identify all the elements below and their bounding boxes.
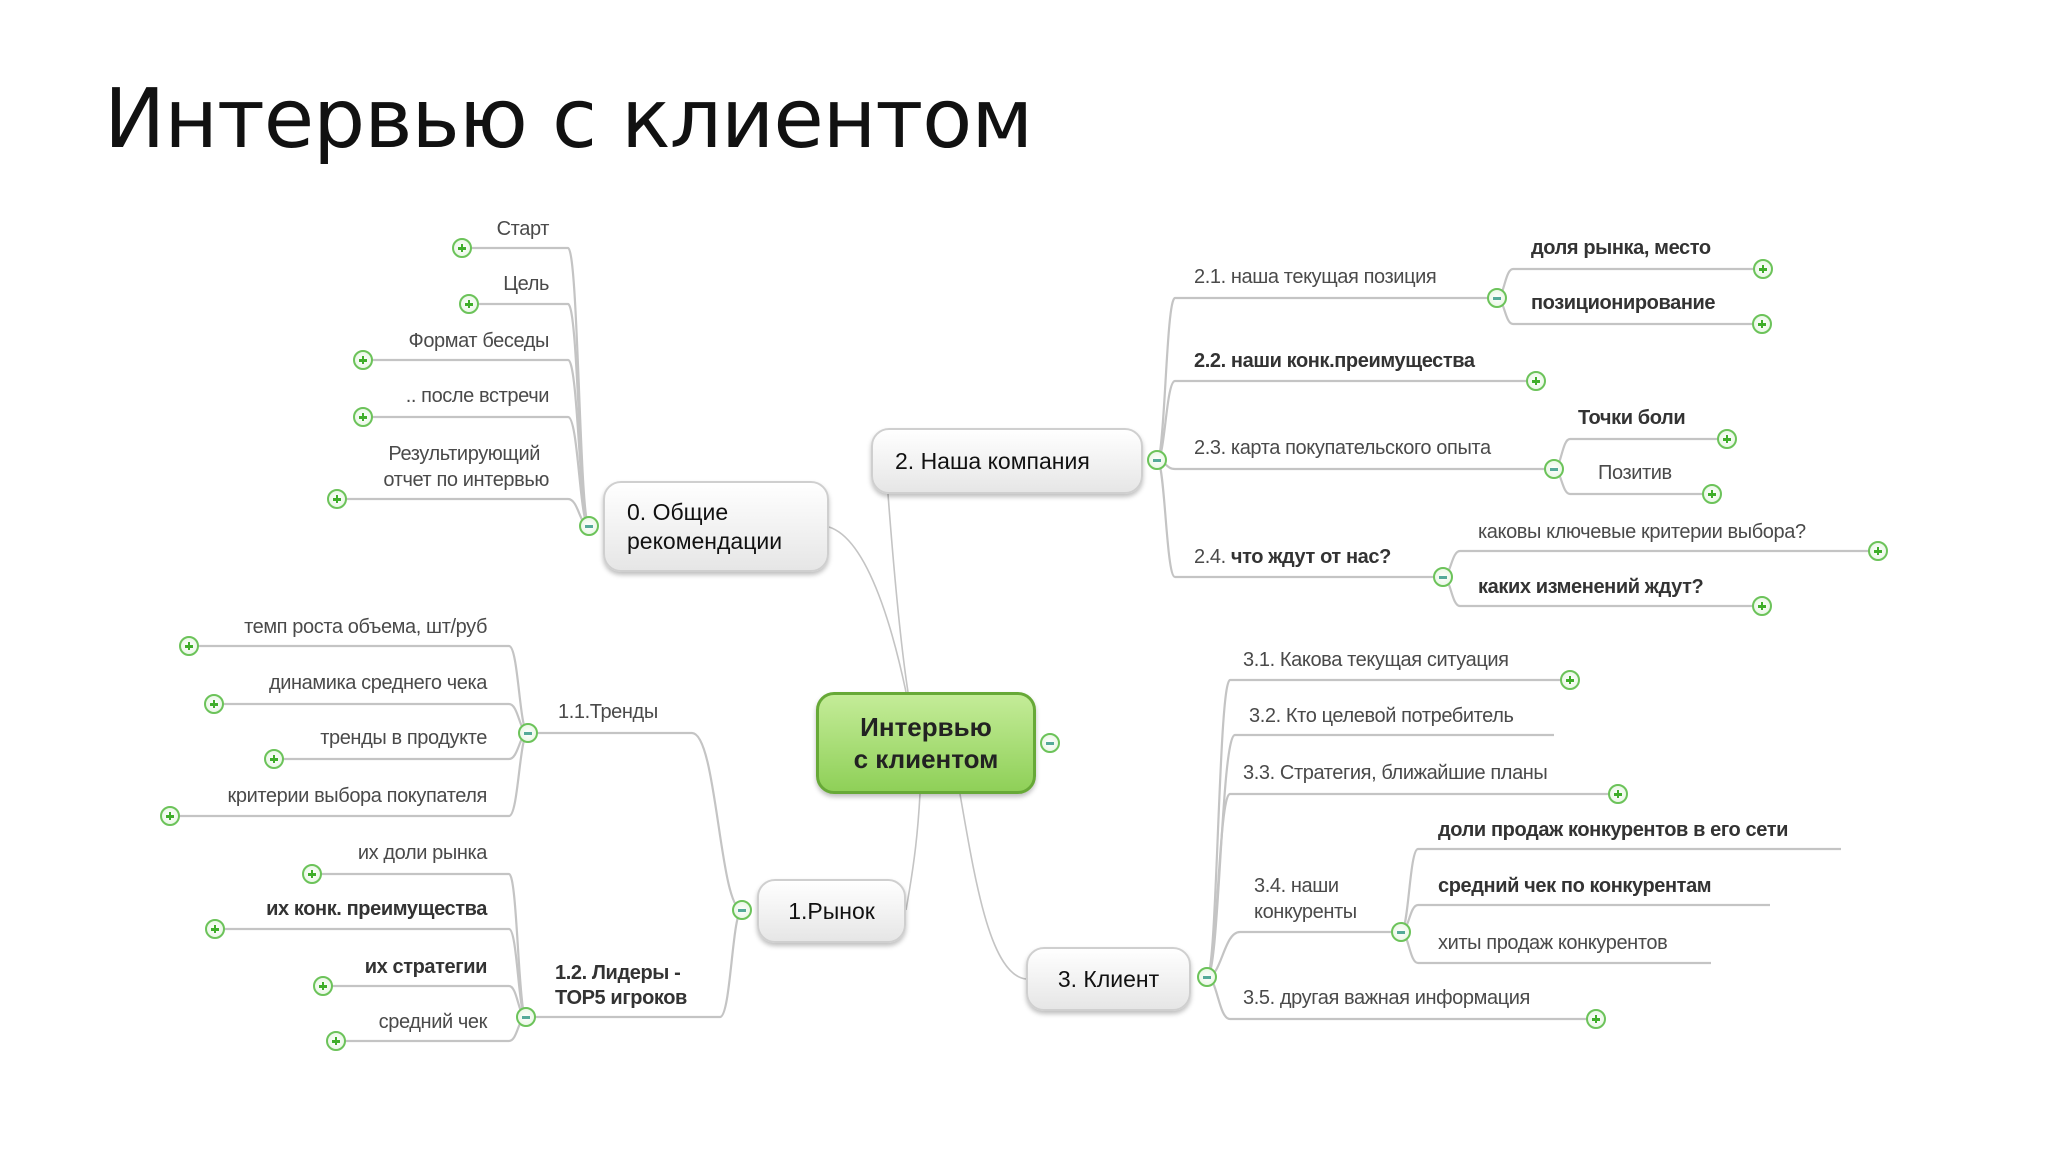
branch-label-expectations[interactable]: 2.4. что ждут от нас? xyxy=(1194,545,1391,570)
node-market[interactable]: 1.Рынок xyxy=(757,879,906,943)
connector-central-company xyxy=(887,493,909,693)
expand-plus-icon[interactable] xyxy=(459,294,479,314)
node-label: 3. Клиент xyxy=(1057,965,1160,992)
branch-label-trends[interactable]: 1.1.Тренды xyxy=(558,701,658,723)
branch-label-strategy[interactable]: 3.3. Стратегия, ближайшие планы xyxy=(1243,762,1548,784)
expand-plus-icon[interactable] xyxy=(452,238,472,258)
central-node-label-line1: Интервью xyxy=(860,712,992,742)
expand-plus-icon[interactable] xyxy=(327,489,347,509)
collapse-minus-icon[interactable] xyxy=(1147,450,1167,470)
expand-plus-icon[interactable] xyxy=(160,806,180,826)
leaf-label[interactable]: их доли рынка xyxy=(357,842,488,864)
leaf-label[interactable]: Результирующий xyxy=(388,443,540,465)
expand-plus-icon[interactable] xyxy=(353,350,373,370)
expand-plus-icon[interactable] xyxy=(204,694,224,714)
node-label: 2. Наша компания xyxy=(895,447,1090,474)
central-node-label-line2: с клиентом xyxy=(853,744,999,774)
leaf-label[interactable]: каковы ключевые критерии выбора? xyxy=(1478,521,1806,543)
collapse-minus-icon[interactable] xyxy=(516,1007,536,1027)
expand-plus-icon[interactable] xyxy=(179,636,199,656)
node-general-recommendations[interactable]: 0. Общие рекомендации xyxy=(603,481,829,572)
branch-label-journey[interactable]: 2.3. карта покупательского опыта xyxy=(1194,437,1491,459)
expand-plus-icon[interactable] xyxy=(326,1031,346,1051)
expand-plus-icon[interactable] xyxy=(1868,541,1888,561)
branch-label-competitors[interactable]: конкуренты xyxy=(1254,901,1357,923)
branch-label-advantages[interactable]: 2.2. наши конк.преимущества xyxy=(1194,350,1475,372)
collapse-minus-icon[interactable] xyxy=(1391,922,1411,942)
expand-plus-icon[interactable] xyxy=(302,864,322,884)
node-client[interactable]: 3. Клиент xyxy=(1026,947,1191,1011)
expand-plus-icon[interactable] xyxy=(1717,429,1737,449)
leaf-label[interactable]: их конк. преимущества xyxy=(266,898,487,920)
connector-central-general xyxy=(828,526,907,693)
leaf-label[interactable]: Старт xyxy=(496,218,550,240)
branch-line-journey xyxy=(1156,458,1554,471)
leaf-label[interactable]: динамика среднего чека xyxy=(268,672,487,694)
leaf-label[interactable]: отчет по интервью xyxy=(383,469,549,491)
leaf-label[interactable]: средний чек по конкурентам xyxy=(1438,875,1712,897)
expand-plus-icon[interactable] xyxy=(1752,596,1772,616)
branch-label-other[interactable]: 3.5. другая важная информация xyxy=(1243,987,1530,1009)
collapse-minus-icon[interactable] xyxy=(1197,967,1217,987)
leaf-label[interactable]: средний чек xyxy=(378,1011,488,1033)
node-our-company[interactable]: 2. Наша компания xyxy=(871,428,1143,494)
expand-plus-icon[interactable] xyxy=(1526,371,1546,391)
branch-label-leaders[interactable]: TOP5 игроков xyxy=(555,987,687,1009)
expand-plus-icon[interactable] xyxy=(313,976,333,996)
branch-line-competitors xyxy=(1206,930,1401,979)
collapse-minus-icon[interactable] xyxy=(1544,459,1564,479)
leaf-label[interactable]: доли продаж конкурентов в его сети xyxy=(1438,819,1788,841)
branch-label-target[interactable]: 3.2. Кто целевой потребитель xyxy=(1249,705,1514,727)
node-label: 1.Рынок xyxy=(788,897,875,924)
expand-plus-icon[interactable] xyxy=(1560,670,1580,690)
branch-line-trends xyxy=(528,731,743,912)
connector-central-client xyxy=(959,793,1027,980)
expand-plus-icon[interactable] xyxy=(1752,314,1772,334)
leaf-line xyxy=(312,872,528,1019)
expand-plus-icon[interactable] xyxy=(264,749,284,769)
connector-central-market xyxy=(905,793,921,911)
slide-title: Интервью с клиентом xyxy=(104,72,1033,167)
central-node[interactable]: Интервью с клиентом xyxy=(816,692,1036,794)
expand-plus-icon[interactable] xyxy=(353,407,373,427)
leaf-label[interactable]: критерии выбора покупателя xyxy=(227,785,488,807)
node-label-line1: 0. Общие xyxy=(627,498,729,525)
leaf-label[interactable]: хиты продаж конкурентов xyxy=(1438,932,1668,954)
branch-label-leaders[interactable]: 1.2. Лидеры - xyxy=(555,962,681,984)
collapse-minus-icon[interactable] xyxy=(732,900,752,920)
branch-label-situation[interactable]: 3.1. Какова текущая ситуация xyxy=(1243,649,1509,671)
collapse-minus-icon[interactable] xyxy=(518,723,538,743)
leaf-label[interactable]: их стратегии xyxy=(364,956,488,978)
leaf-label[interactable]: Точки боли xyxy=(1578,407,1686,429)
leaf-line xyxy=(1400,903,1770,934)
leaf-line xyxy=(337,497,590,528)
leaf-line xyxy=(1442,549,1878,579)
label-bold: что ждут от нас? xyxy=(1230,546,1391,568)
label-prefix: 2.4. xyxy=(1194,546,1231,568)
leaf-label[interactable]: позиционирование xyxy=(1531,292,1716,314)
expand-plus-icon[interactable] xyxy=(205,919,225,939)
collapse-minus-icon[interactable] xyxy=(1487,288,1507,308)
leaf-label[interactable]: Формат беседы xyxy=(408,330,550,352)
branch-label-competitors[interactable]: 3.4. наши xyxy=(1254,875,1339,897)
central-collapse-minus-icon[interactable] xyxy=(1040,733,1060,753)
collapse-minus-icon[interactable] xyxy=(579,516,599,536)
branch-label-position[interactable]: 2.1. наша текущая позиция xyxy=(1194,266,1437,288)
leaf-label[interactable]: доля рынка, место xyxy=(1531,237,1711,259)
leaf-label[interactable]: темп роста объема, шт/руб xyxy=(244,616,487,638)
leaf-label[interactable]: Цель xyxy=(503,273,549,295)
leaf-label[interactable]: Позитив xyxy=(1598,462,1672,484)
expand-plus-icon[interactable] xyxy=(1608,784,1628,804)
expand-plus-icon[interactable] xyxy=(1702,484,1722,504)
node-label-line2: рекомендации xyxy=(627,527,783,554)
expand-plus-icon[interactable] xyxy=(1753,259,1773,279)
collapse-minus-icon[interactable] xyxy=(1433,567,1453,587)
expand-plus-icon[interactable] xyxy=(1586,1009,1606,1029)
leaf-label[interactable]: каких изменений ждут? xyxy=(1478,576,1704,598)
leaf-label[interactable]: .. после встречи xyxy=(405,385,550,407)
leaf-label[interactable]: тренды в продукте xyxy=(320,727,487,749)
